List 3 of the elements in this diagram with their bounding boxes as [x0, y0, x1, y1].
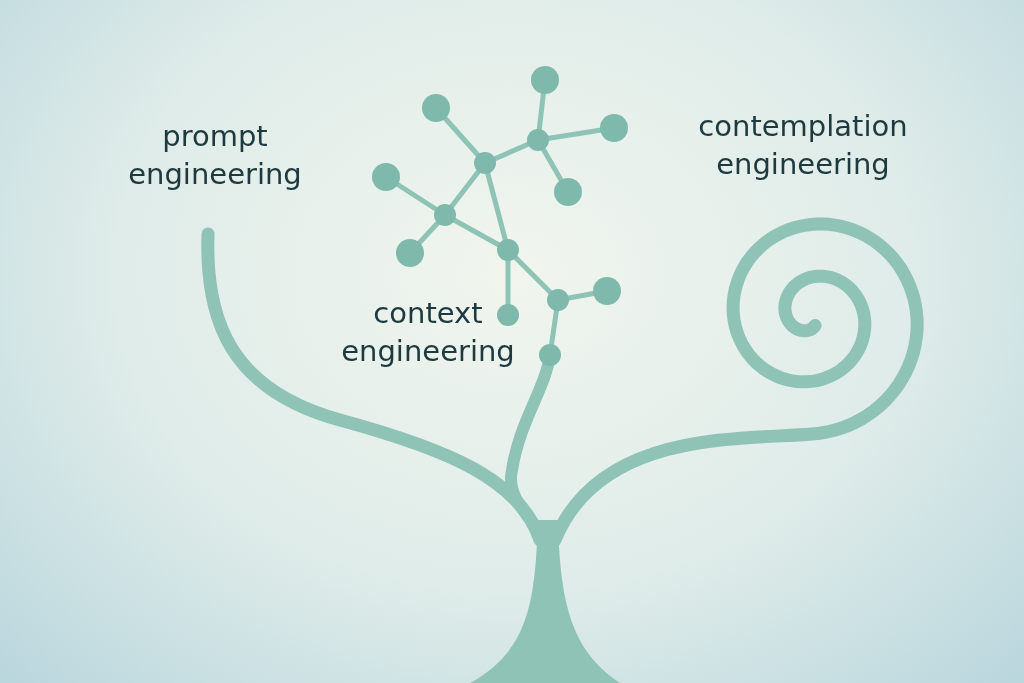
- branch-label: context engineering: [341, 295, 515, 370]
- branch-label: contemplation engineering: [698, 108, 908, 183]
- branch-label: prompt engineering: [128, 118, 302, 193]
